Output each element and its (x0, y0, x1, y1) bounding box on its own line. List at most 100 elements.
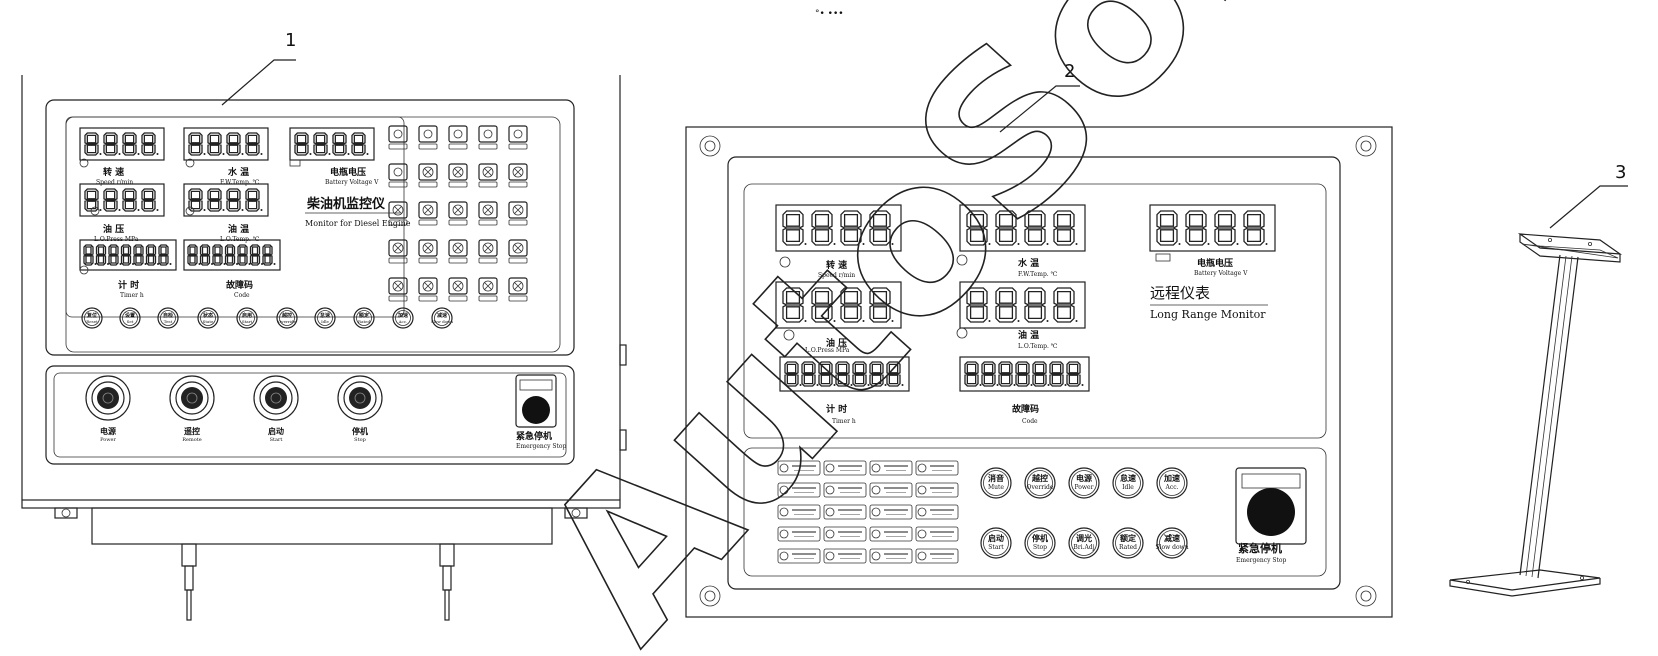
panel-2-emergency-stop[interactable] (1235, 467, 1307, 545)
gauge-icon (956, 254, 968, 266)
alarm-symbol-icon (453, 129, 463, 139)
p1-btn-label-9-en: Slow down (431, 319, 454, 324)
alarm-indicator (388, 277, 408, 302)
p2-button-idle-ring (1112, 467, 1144, 499)
seven-seg-digit (1015, 361, 1033, 387)
alarm-frame (448, 239, 468, 257)
panel-1-emergency-stop[interactable] (515, 374, 557, 428)
alarm-indicator (508, 277, 528, 302)
seg-dot (347, 153, 350, 155)
alarm-symbol-icon (423, 129, 433, 139)
lamp-icon (871, 485, 881, 495)
seg-shape (122, 132, 137, 156)
callout-3: 3 (1549, 162, 1628, 229)
alarm-frame (508, 125, 528, 143)
alarm-frame (448, 163, 468, 181)
alarm-tag (508, 257, 528, 264)
alarm-frame (448, 277, 468, 295)
gauge-icon (783, 329, 795, 341)
top-mark: °• ••• (815, 9, 844, 19)
seg-dot (94, 263, 97, 265)
panel-2-frame (685, 126, 1393, 618)
seven-seg-digit (1049, 361, 1067, 387)
seg-dot (1047, 384, 1050, 386)
seven-seg-digit (262, 244, 276, 266)
p2-indicator (777, 460, 821, 476)
p2-btn1-label-3-en: Idle (1122, 484, 1134, 491)
alarm-tag (508, 181, 528, 188)
panel-2-displays (775, 204, 1276, 392)
p1-button-idle-face (317, 310, 333, 326)
p2-title-en: Long Range Monitor (1150, 308, 1266, 321)
gauge-icon (79, 158, 89, 168)
p2-code-en: Code (1022, 418, 1038, 425)
seg-dot (891, 243, 894, 245)
seg-shape (784, 361, 799, 387)
lamp-cross (484, 206, 492, 214)
p2-oilp-en: L.O.Press MPa (805, 347, 850, 354)
seven-seg-digit (249, 244, 263, 266)
seg-shape (995, 287, 1017, 323)
seg-dot (366, 153, 369, 155)
lamp-icon (779, 551, 789, 561)
seg-shape (1066, 361, 1081, 387)
lamp-icon (422, 166, 434, 178)
alarm-indicator (448, 239, 468, 264)
gauge-icon (779, 256, 791, 268)
p1-switch-label-1-cn: 遥控 (184, 426, 200, 436)
seg-shape (782, 210, 804, 246)
seg-shape (852, 361, 867, 387)
switch-center (354, 392, 366, 404)
p2-btn2-label-2-cn: 调光 (1076, 533, 1092, 543)
alarm-frame (448, 201, 468, 219)
seven-seg-digit (351, 132, 369, 156)
seg-dot (169, 263, 172, 265)
seg-shape (981, 361, 996, 387)
alarm-frame (508, 277, 528, 295)
seg-shape (869, 361, 884, 387)
seg-shape (869, 210, 891, 246)
seg-dot (1265, 243, 1268, 245)
indicator-frame (823, 526, 867, 542)
seg-shape (120, 244, 132, 266)
indicator-frame (869, 548, 913, 564)
seg-dot (261, 263, 263, 265)
seven-seg-digit (237, 244, 251, 266)
seg-shape (869, 287, 891, 323)
p2-btn2-label-4-en: Slow down (1155, 544, 1188, 551)
lamp-icon (871, 507, 881, 517)
alarm-frame (508, 201, 528, 219)
seg-dot (1207, 243, 1210, 245)
p2-oilt-display-frame (959, 281, 1086, 329)
p1-title-cn: 柴油机监控仪 (306, 196, 386, 212)
seg-dot (1236, 243, 1239, 245)
seven-seg-digit (1024, 287, 1049, 323)
panel-1-cabinet (21, 75, 627, 621)
lamp-icon (452, 280, 464, 292)
p2-btn1-label-2-cn: 电源 (1076, 473, 1092, 483)
